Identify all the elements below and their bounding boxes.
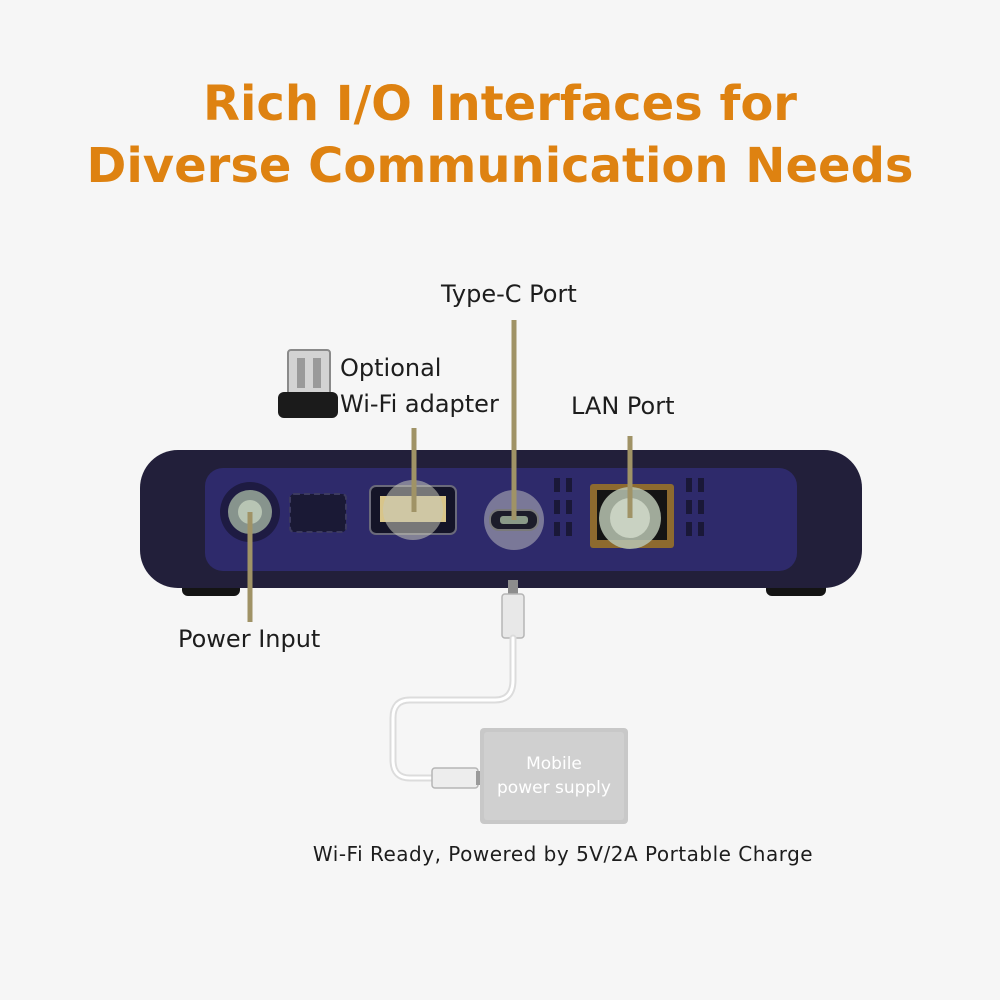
panel-switch: [289, 493, 347, 533]
battery-label-line-1: Mobile: [526, 754, 582, 774]
label-lan-port: LAN Port: [571, 392, 675, 420]
label-type-c-port: Type-C Port: [441, 280, 577, 308]
vent-grille-right: [686, 478, 704, 536]
label-wifi-adapter: Wi-Fi adapter: [340, 390, 499, 418]
caption: Wi-Fi Ready, Powered by 5V/2A Portable C…: [312, 842, 814, 866]
wifi-adapter-icon: [278, 349, 338, 418]
mobile-power-supply: Mobile power supply: [480, 728, 628, 824]
label-power-input: Power Input: [178, 625, 321, 653]
usb-cable: [389, 580, 525, 789]
page-title-line-2: Diverse Communication Needs: [86, 138, 914, 194]
vent-grille-left: [554, 478, 572, 536]
label-optional: Optional: [340, 354, 442, 382]
page-title-line-1: Rich I/O Interfaces for: [203, 76, 797, 132]
battery-label-line-2: power supply: [497, 778, 611, 798]
